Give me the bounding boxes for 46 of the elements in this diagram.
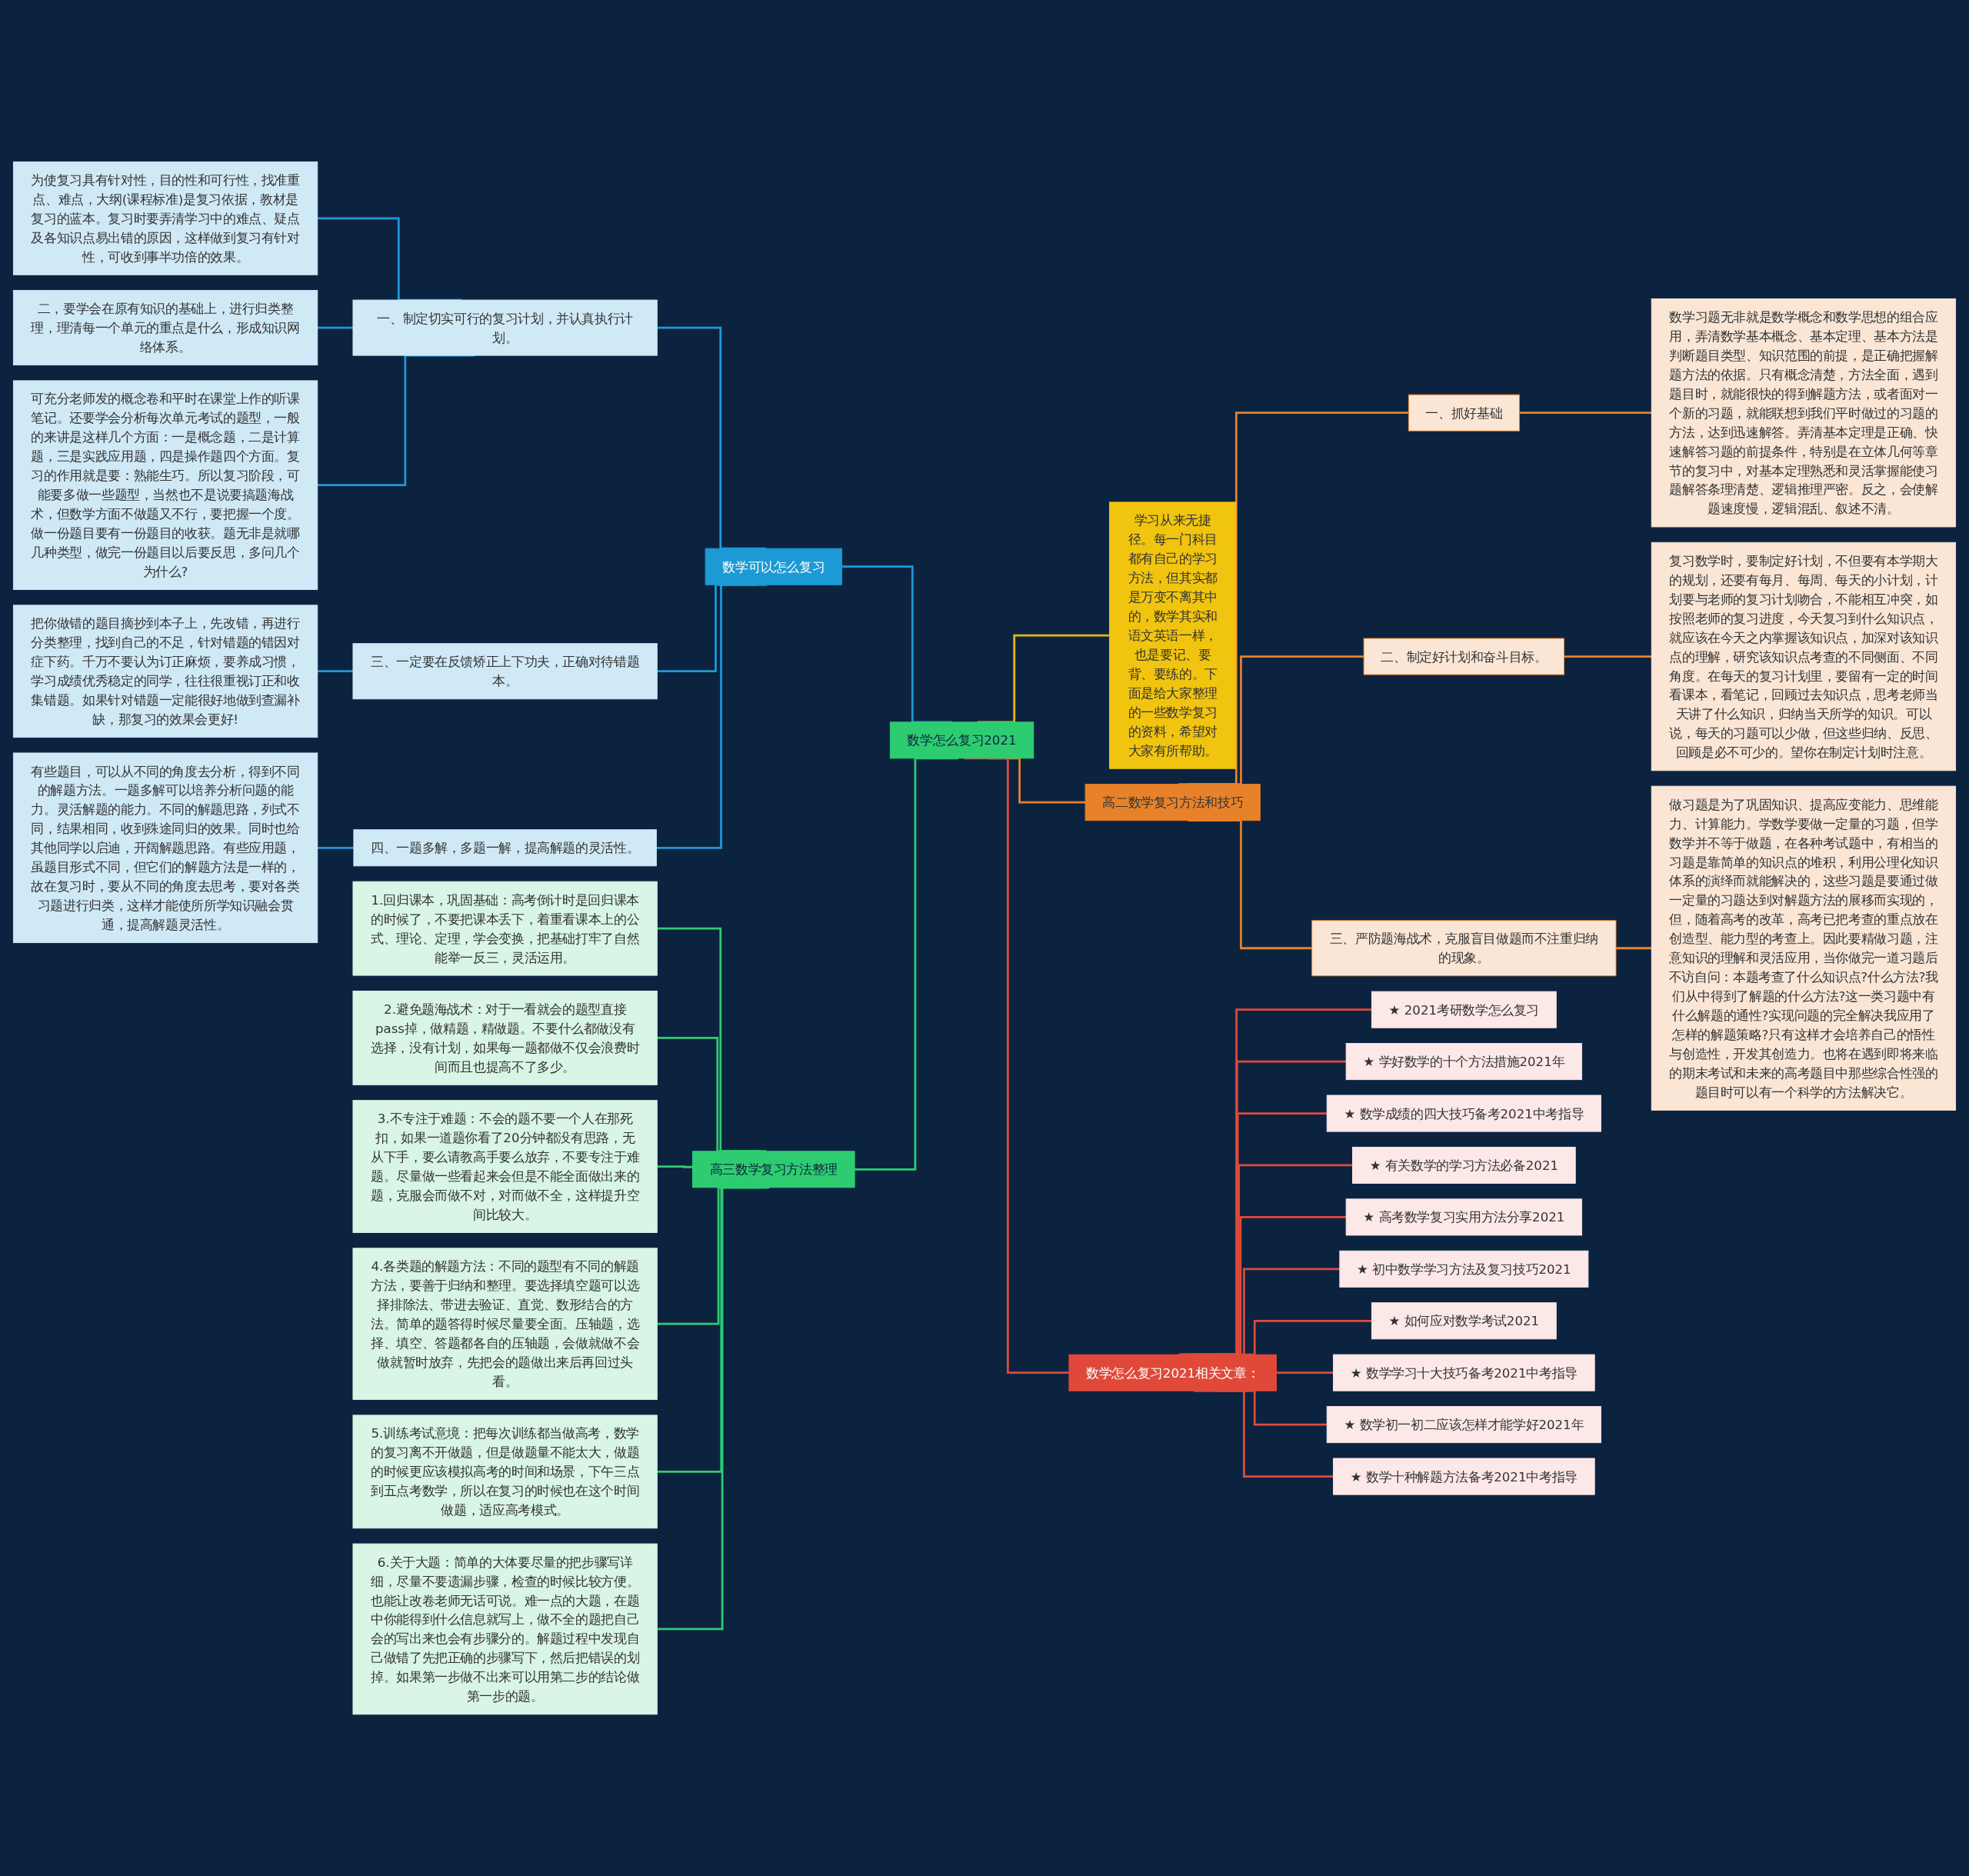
node-box (1326, 1095, 1601, 1132)
node-box (1651, 298, 1957, 528)
node-box (352, 643, 658, 700)
node-box (352, 1248, 658, 1400)
node-box (12, 605, 318, 738)
node-box (1371, 1302, 1557, 1340)
node-box (12, 290, 318, 365)
node-box (352, 299, 658, 356)
connector (657, 1165, 693, 1168)
node-box (352, 1543, 658, 1715)
node-box (12, 380, 318, 590)
connector (1564, 655, 1652, 658)
node-box (705, 548, 842, 585)
node-box (1084, 784, 1261, 821)
node-box (1345, 1043, 1582, 1080)
node-box (1352, 1146, 1576, 1184)
node-box (1651, 541, 1957, 771)
node-box (1408, 394, 1520, 432)
node-box (12, 161, 318, 275)
node-box (1363, 638, 1565, 675)
node-box (352, 990, 658, 1085)
connector (1276, 1371, 1334, 1374)
connector (317, 670, 353, 672)
connector (317, 326, 353, 329)
node-box (352, 1100, 658, 1233)
mind-map-drawing: 数学怎么复习2021 学习从来无捷径。每一门科目都有自己的学习方法，但其实都是万变不离其中的，数学其实和语文英语一样，也是要记、要背、要练的。下面是给大家整理的一些数学复习的资料，希望对大家有所帮助。 高二数学复习方法和技巧 一、抓好基础 数学习题无非就是数学概念和数学思想的组合应用，弄清数学基本概念、基本定理、基本方法是判断题目类型、知识范围的前提，是正确把握解题方法的依据。只有概念清楚，方法全面，遇到题目时，就能很快的得到解题方法，或者面对一个新的习题，就能联想到我们平时做过的习题的方法，达到迅速解答。弄清基本定理是正确、快速解答习题的前提条件，特别是在立体几何等章节的复习中，对基本定理熟悉和灵活掌握能使习题解答条理清楚、逻辑推理严密。反之，会使解题速度慢，逻辑混乱、叙述不清。 二、制定好计划和奋斗目标。 复习数学时，要制定好计划，不但要有本学期大的规划，还要有每月、每周、每天的小计划，计划要与老师的复习计划吻合，不能相互冲突，如按照老师的复习进度，今天复习到什么知识点，就应该在今天之内掌握该知识点，加深对该知识点的理解，研究该知识点考查的不同侧面、不同角度。在每天的复习计划里，要留有一定的时间看课本，看笔记，回顾过去知识点，思考老师当天讲了什么知识，归纳当天所学的知识。可以说，每天的习题可以少做，但这些归纳、反思、回顾是必不可少的。望你在制定计划时注意。 三、严防题海战术，克服盲目做题而不注重归纳的现象。 做习题是为了巩固知识、提高应变能力、思维能力、计算能力。学数学要做一定量的习题，但学数学并不等于做题，在各种考试题中，有相当的习题是靠简单的知识点的堆积，利用公理化知识体系的演绎而就能解决的，这些习题是要通过做一定量的习题达到对解题方法的展移而实现的，但，随着高考的改革，高考已把考查的重点放在创造型、能力型的考查上。因此要精做习题，注意知识的理解和灵活应用，当你做完一道习题后不访自问：本题考查了什么知识点?什么方法?我们从中得到了解题的什么方法?这一类习题中有什么解题的通性?实现问题的完全解决我应用了怎样的解题策略?只有这样才会培养自己的悟性与创造性，开发其创造力。也将在遇到即将来临的期末考试和未来的高考题目中那些综合性强的题目时可以有一个科学的方法解决它。 数学怎么复习2021相关文章： ★ 2021考研数学怎么复习 ★ 学好数学的十个方法措施2021年 ★ 数学成绩的四大技巧备考2021中考指导 ★ 有关数学的学习方法必备2021 ★ 高考数学复习实用方法分享2021 ★ 初中数学学习方法及复习技巧2021 ★ 如何应对数学考试2021 ★ 数学学习十大技巧备考2021中考指导 ★ 数学初一初二应该怎样才能学好2021年 ★ 数学十种解题方法备考2021中考指导 数学可以怎么复习 一、制定切实可行的复习计划，并认真执行计划。 为使复习具有针对性，目的性和可行性，找准重点、难点，大纲(课程标准)是复习依据，教材是复习的蓝本。复习时要弄清学习中的难点、疑点及各知识点易出错的原因，这样做到复习有针对性，可收到事半功倍的效果。 二，要学会在原有知识的基础上，进行归类整理，理清每一个单元的重点是什么，形成知识网络体系。 可充分老师发的概念卷和平时在课堂上作的听课笔记。还要学会分析每次单元考试的题型，一般的来讲是这样几个方面：一是概念题，二是计算题，三是实践应用题，四是操作题四个方面。复习的作用就是要：熟能生巧。所以复习阶段，可能要多做一些题型，当然也不是说要搞题海战术，但数学方面不做题又不行，要把握一个度。做一份题目要有一份题目的收获。题无非是就哪几种类型，做完一份题目以后要反思，多问几个为什么? 三、一定要在反馈矫正上下功夫，正确对待错题本。 把你做错的题目摘抄到本子上，先改错，再进行分类整理，找到自己的不足，针对错题的错因对症下药。千万不要认为订正麻烦，要养成习惯，学习成绩优秀稳定的同学，往往很重视订正和收集错题。如果针对错题一定能很好地做到查漏补缺，那复习的效果会更好! 四、一题多解，多题一解，提高解题的灵活性。 有些题目，可以从不同的角度去分析，得到不同的解题方法。一题多解可以培养分析问题的能力。灵活解题的能力。不同的解题思路，列式不同，结果相同，收到殊途同归的效果。同时也给其他同学以启迪，开阔解题思路。有些应用题，虽题目形式不同，但它们的解题方法是一样的，故在复习时，要从不同的角度去思考，要对各类习题进行归类，这样才能使所所学知识融会贯通，提高解题灵活性。 高三数学复习方法整理 1.回归课本，巩固基础：高考倒计时是回归课本的时候了，不要把课本丢下，着重看课本上的公式、理论、定理，学会变换，把基础打牢了自然能举一反三，灵活运用。 2.避免题海战术：对于一看就会的题型直接pass掉，做精题，精做题。不要什么都做没有选择，没有计划，如果每一题都做不仅会浪费时间而且也提高不了多少。 3.不专注于难题：不会的题不要一个人在那死扣，如果一道题你看了20分钟都没有思路，无从下手，要么请教高手要么放弃，不要专注于难题。尽量做一些看起来会但是不能全面做出来的题，克服会而做不对，对而做不全，这样提升空间比较大。 4.各类题的解题方法：不同的题型有不同的解题方法，要善于归纳和整理。要选择填空题可以选择排除法、带进去验证、直觉、数形结合的方法。简单的题答得时候尽量要全面。压轴题，选择、填空、答题都各自的压轴题，会做就做不会做就暂时放弃，先把会的题做出来后再回过头看。 5.训练考试意境：把每次训练都当做高考，数学的复习离不开做题，但是做题量不能太大，做题的时候更应该模拟高考的时间和场景，下午三点到五点考数学，所以在复习的时候也在这个时间做题，适应高考模式。 6.关于大题：简单的大体要尽量的把步骤写详细，尽量不要遗漏步骤，检查的时候比较方便。也能让改卷老师无话可说。难一点的大题，在题中你能得到什么信息就写上，做不全的题把自己会的写出来也会有步骤分的。解题过程中发现自己做错了先把正确的步骤写下，然后把错误的划掉。如果第一步做不出来可以用第二步的结论做第一步的题。 (8, 155, 1961, 1721)
node-box (1651, 785, 1957, 1111)
node-box (1326, 1406, 1601, 1444)
node-box (353, 829, 657, 867)
node-box (12, 752, 318, 943)
node-box (1345, 1198, 1582, 1236)
connector (657, 1186, 770, 1631)
node-box (1333, 1354, 1595, 1391)
node-box (1311, 920, 1617, 977)
connector (1616, 947, 1652, 950)
node-box (352, 881, 658, 976)
node-box (352, 1414, 658, 1529)
connector (317, 846, 354, 849)
node-box (1333, 1458, 1595, 1495)
node-box (1109, 501, 1237, 769)
connector (1519, 412, 1652, 414)
node-box (1068, 1354, 1277, 1391)
node-box (1371, 991, 1557, 1028)
node-box (692, 1151, 855, 1188)
node-box (1339, 1250, 1589, 1288)
node-box (889, 721, 1034, 759)
